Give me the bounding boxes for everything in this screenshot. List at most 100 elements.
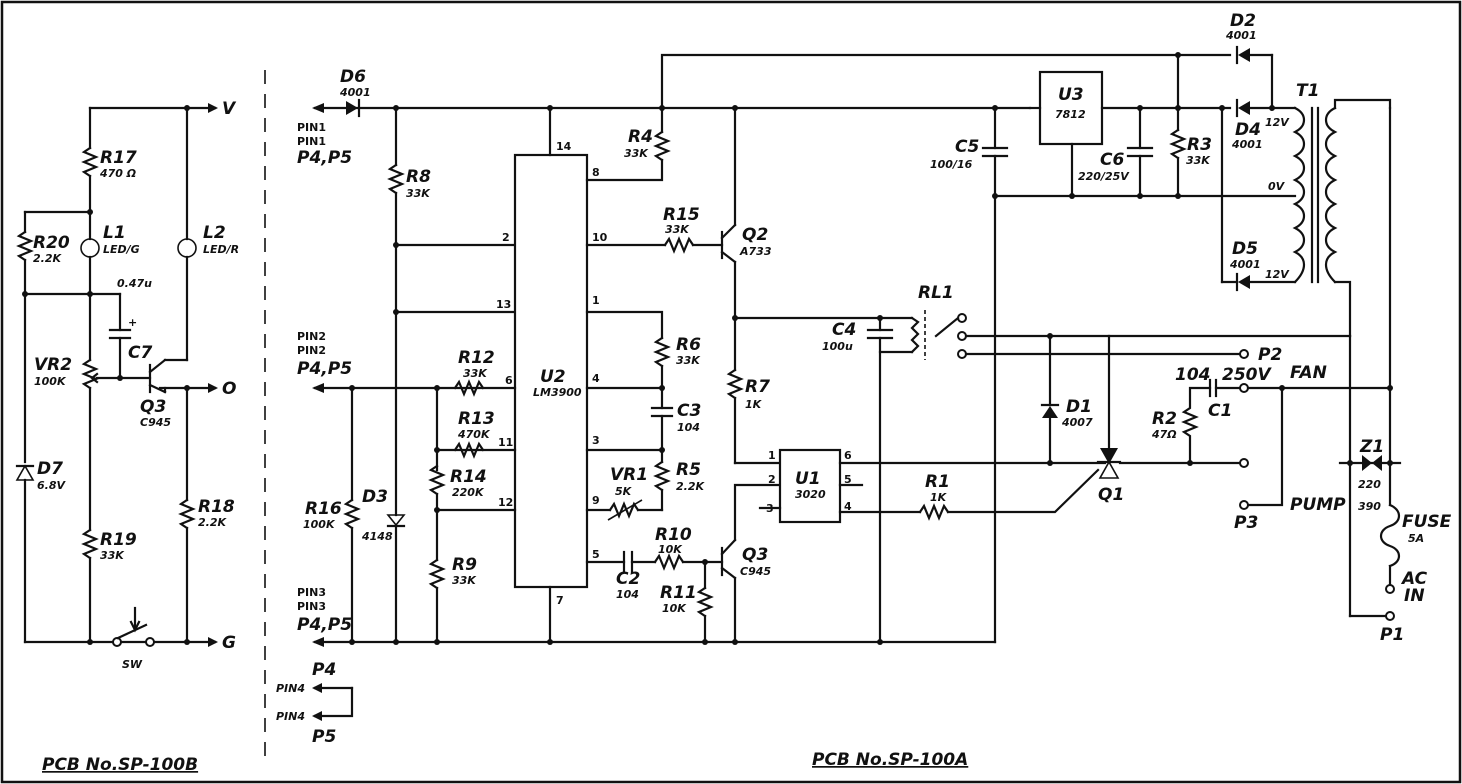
u2-pin-14: 14 [556,140,572,153]
u2-pin-9: 9 [592,494,600,507]
c1-ref: C1 [1208,401,1232,421]
main-board [312,45,1402,721]
r7-ref: R7 [745,377,770,397]
z1-val2: 390 [1358,500,1381,513]
l1-ref: L1 [103,223,126,243]
d6-ref: D6 [340,67,366,87]
u1-pin-2: 2 [768,473,776,486]
r14-val: 220K [452,486,485,499]
d3-ref: D3 [362,487,388,507]
pin1-label-b: PIN1 [297,135,326,148]
r8-val: 33K [406,187,431,200]
c6-val: 220/25V [1078,170,1130,183]
u2-pin-1: 1 [592,294,600,307]
d3-val: 4148 [361,530,393,543]
r13-val: 470K [457,428,491,441]
p1-label: P1 [1380,625,1404,645]
rl1-ref: RL1 [918,283,954,303]
r4-ref: R4 [628,127,653,147]
q2-ref: Q2 [742,225,768,245]
u1-pin-1: 1 [768,449,776,462]
l1-val: LED/G [103,243,140,256]
c6-ref: C6 [1100,150,1124,170]
u1-pin-5: 5 [844,473,852,486]
r14-ref: R14 [450,467,487,487]
r20-ref: R20 [33,233,70,253]
u2-pin-10: 10 [592,231,608,244]
u1-ref: U1 [795,469,821,489]
d5-val: 4001 [1229,258,1261,271]
r8-ref: R8 [406,167,431,187]
acin-b: IN [1404,586,1425,606]
r9-val: 33K [452,574,477,587]
q1-ref: Q1 [1098,485,1124,505]
u1-pin-4: 4 [844,500,852,513]
pin1-port-label: P4,P5 [297,148,352,168]
rail-g-label: G [222,633,236,653]
r11-ref: R11 [660,583,697,603]
l2-val: LED/R [203,243,239,256]
pin3-label-b: PIN3 [297,600,326,613]
fuse-val: 5A [1408,532,1424,545]
r15-ref: R15 [663,205,700,225]
u2-pin-8: 8 [592,166,600,179]
u2-pin-12: 12 [498,496,513,509]
q3-main-ref: Q3 [742,545,768,565]
d1-ref: D1 [1066,397,1092,417]
r20-val: 2.2K [33,252,62,265]
u2-pin-13: 13 [496,298,511,311]
sw-label: SW [122,658,143,671]
c7-cap-val: 0.47u [117,277,152,290]
p4-label: P4 [312,660,336,680]
pump-label: PUMP [1290,495,1346,515]
u2-ref: U2 [540,367,566,387]
u3-val: 7812 [1055,108,1086,121]
z1-ref: Z1 [1359,437,1384,457]
left-board-title: PCB No.SP-100B [42,755,198,775]
u2-pin-5: 5 [592,548,600,561]
r2-ref: R2 [1152,409,1177,429]
c2-val: 104 [616,588,639,601]
l2-ref: L2 [203,223,226,243]
q3-left-val: C945 [140,416,171,429]
q2-val: A733 [739,245,772,258]
d2-val: 4001 [1225,29,1257,42]
u1-pin-3: 3 [766,502,774,515]
vr1-ref: VR1 [610,465,648,485]
acin-a: AC [1400,569,1428,589]
t1-0v: 0V [1268,180,1286,193]
r18-ref: R18 [198,497,235,517]
r9-ref: R9 [452,555,477,575]
c4-ref: C4 [832,320,856,340]
c3-ref: C3 [677,401,701,421]
r5-val: 2.2K [676,480,705,493]
t1-12v-bottom: 12V [1265,268,1290,281]
r15-val: 33K [665,223,690,236]
r10-ref: R10 [655,525,692,545]
r18-val: 2.2K [198,516,227,529]
vr1-val: 5K [615,485,633,498]
p2-label: P2 [1258,345,1282,365]
u2-pin-4: 4 [592,372,600,385]
d1-val: 4007 [1061,416,1093,429]
pin2-port-label: P4,P5 [297,359,352,379]
u1-val: 3020 [795,488,826,501]
rail-o-label: O [222,379,236,399]
z1-val1: 220 [1358,478,1381,491]
r16-val: 100K [303,518,336,531]
c7-plus: + [128,316,137,329]
pin3-port-label: P4,P5 [297,615,352,635]
u2-pin-2: 2 [502,231,510,244]
pin3-label-a: PIN3 [297,586,326,599]
p5-label: P5 [312,727,336,747]
r2-val: 47Ω [1151,428,1177,441]
r1-val: 1K [930,491,948,504]
p3-label: P3 [1234,513,1258,533]
c3-val: 104 [677,421,700,434]
r3-val: 33K [1186,154,1211,167]
u2-pin-11: 11 [498,436,513,449]
r16-ref: R16 [305,499,342,519]
u1-pin-6: 6 [844,449,852,462]
u2-pin-6: 6 [505,374,513,387]
